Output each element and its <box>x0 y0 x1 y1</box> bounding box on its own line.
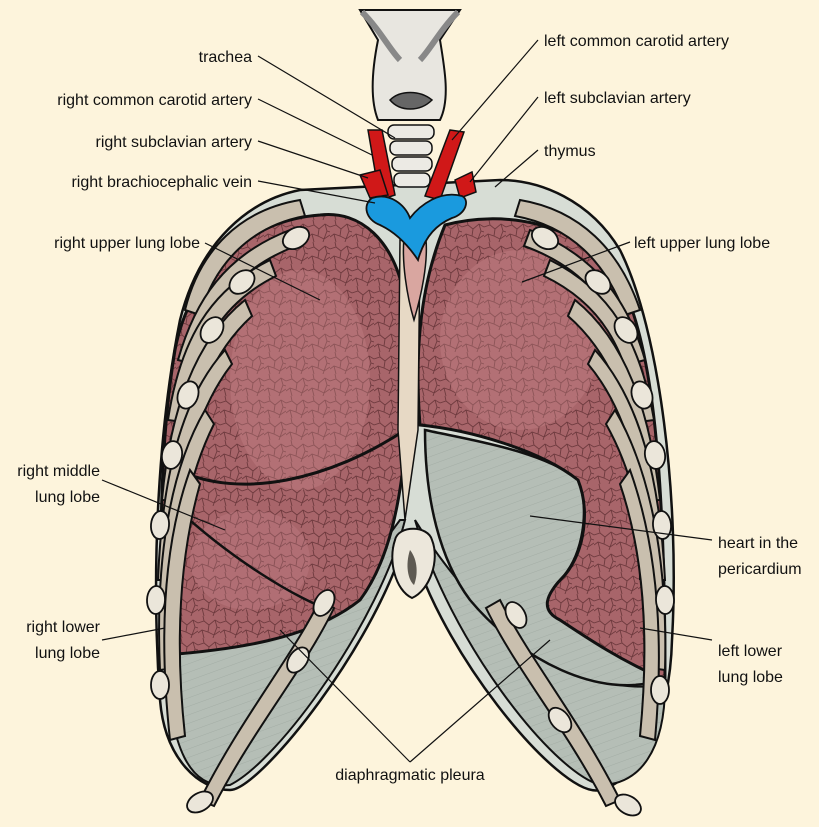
label-left-upper-lung-lobe: left upper lung lobe <box>634 235 770 252</box>
label-heart-in-pericardium-line2: pericardium <box>718 561 802 578</box>
right-lung-highlight-2 <box>190 510 310 610</box>
label-left-lower-lung-lobe-line2: lung lobe <box>718 669 783 686</box>
label-left-subclavian-artery: left subclavian artery <box>544 90 691 107</box>
label-left-common-carotid-artery: left common carotid artery <box>544 33 729 50</box>
label-right-middle-lung-lobe-line2: lung lobe <box>35 489 100 506</box>
label-trachea: trachea <box>199 49 252 66</box>
label-right-lower-lung-lobe-line2: lung lobe <box>35 645 100 662</box>
label-right-middle-lung-lobe-line1: right middle <box>17 463 100 480</box>
label-heart-in-pericardium-line1: heart in the <box>718 535 798 552</box>
right-lung-highlight <box>230 270 370 490</box>
label-thymus: thymus <box>544 143 596 160</box>
label-right-brachiocephalic-vein: right brachiocephalic vein <box>71 174 252 191</box>
label-right-upper-lung-lobe: right upper lung lobe <box>54 235 200 252</box>
label-right-common-carotid-artery: right common carotid artery <box>57 92 252 109</box>
label-diaphragmatic-pleura: diaphragmatic pleura <box>335 767 485 784</box>
label-right-lower-lung-lobe-line1: right lower <box>26 619 100 636</box>
label-left-lower-lung-lobe-line1: left lower <box>718 643 783 660</box>
label-right-subclavian-artery: right subclavian artery <box>95 134 252 151</box>
